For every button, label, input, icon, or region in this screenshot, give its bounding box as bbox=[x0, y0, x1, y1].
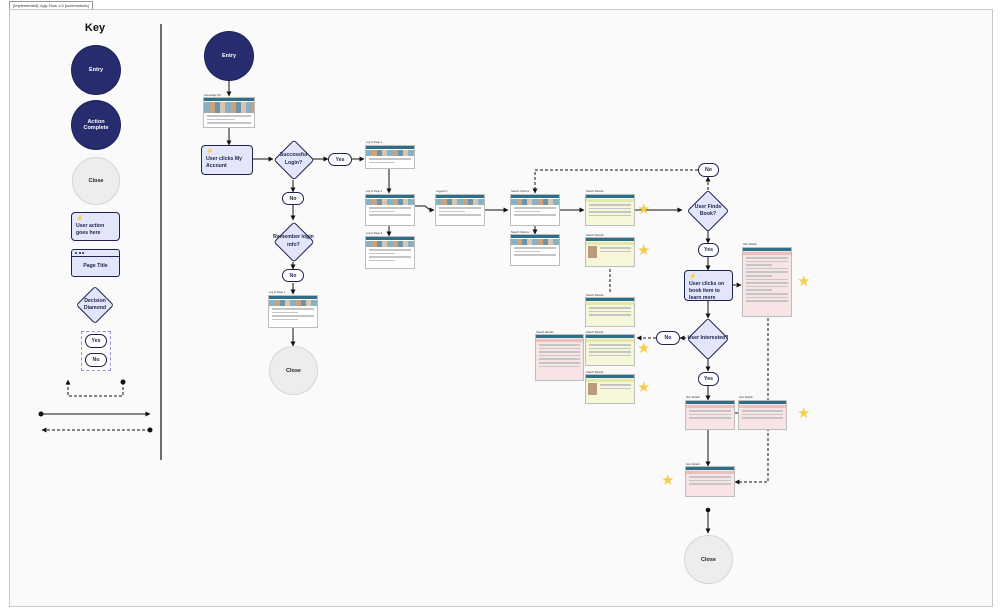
key-action-complete-node: Action Complete bbox=[72, 101, 120, 149]
no-remember-pill: No bbox=[282, 269, 304, 282]
flow-entry-node: Entry bbox=[205, 32, 253, 80]
no-interested-pill: No bbox=[656, 331, 680, 345]
bolt-icon: ⚡ bbox=[689, 274, 697, 280]
results4-screenshot bbox=[585, 334, 635, 366]
successful-login-label: Successful Login? bbox=[279, 152, 308, 166]
results3-screenshot bbox=[585, 297, 635, 327]
key-dot-2 bbox=[38, 411, 44, 417]
key-dot-3 bbox=[147, 427, 153, 433]
login2-screenshot bbox=[365, 194, 415, 226]
key-title: Key bbox=[84, 22, 106, 34]
key-yes-pill: Yes bbox=[85, 334, 107, 348]
edge-detail-dashed bbox=[734, 318, 769, 485]
hold-alt-screenshot bbox=[738, 400, 787, 430]
login-screenshot-left bbox=[268, 295, 318, 328]
remember-login-diamond: Remember login info? bbox=[272, 220, 315, 263]
star-icon: ★ bbox=[797, 405, 811, 422]
edge-dot bbox=[705, 507, 711, 513]
user-clicks-book-box: ⚡User clicks on book item to learn more bbox=[684, 270, 733, 301]
logged-in-label: Logged In bbox=[436, 190, 448, 193]
no-login-pill: No bbox=[282, 192, 304, 205]
results2-label: Search Results bbox=[586, 234, 604, 237]
results5-label: Search Results bbox=[586, 371, 604, 374]
canvas-frame bbox=[9, 9, 993, 607]
key-user-action-label: User action goes here bbox=[76, 223, 105, 237]
close-bottom-label: Close bbox=[701, 556, 716, 563]
key-yes-no-group bbox=[81, 331, 111, 371]
key-decision-diamond: Decision Diamond bbox=[73, 285, 117, 325]
search-options2-label: Search Options bbox=[511, 231, 529, 234]
results3-label: Search Results bbox=[586, 294, 604, 297]
no-top-pill: No bbox=[698, 163, 719, 177]
key-action-complete-label: Action Complete bbox=[83, 119, 109, 131]
star-icon: ★ bbox=[637, 242, 651, 259]
star-icon: ★ bbox=[637, 340, 651, 357]
key-dashed-up-connector bbox=[65, 379, 124, 397]
key-dot-1 bbox=[120, 379, 126, 385]
key-no-pill: No bbox=[85, 353, 107, 367]
login3-screenshot bbox=[365, 236, 415, 269]
key-close-node: Close bbox=[72, 157, 120, 205]
key-page-title-label: Page Title bbox=[83, 263, 108, 269]
confirm-label: Item Details bbox=[686, 463, 700, 466]
close-left-label: Close bbox=[286, 367, 301, 374]
user-finds-book-label: User Finds Book? bbox=[694, 203, 722, 217]
successful-login-diamond: Successful Login? bbox=[272, 138, 315, 181]
results1-label: Search Results bbox=[586, 190, 604, 193]
yes-finds-pill: Yes bbox=[698, 243, 719, 257]
login1-screenshot bbox=[365, 145, 415, 169]
yes-login-pill: Yes bbox=[328, 153, 352, 166]
hold-alt-label: Item Details bbox=[739, 396, 753, 399]
results-pink-screenshot bbox=[535, 334, 584, 381]
homepage-screenshot bbox=[203, 97, 255, 128]
results5-screenshot bbox=[585, 374, 635, 404]
star-icon: ★ bbox=[637, 379, 651, 396]
login3-label: Log In Page 3 bbox=[366, 232, 383, 235]
login2-label: Log In Page 2 bbox=[366, 190, 383, 193]
login-screenshot-left-label: Log In Page 1 bbox=[269, 291, 286, 294]
close-left-node: Close bbox=[269, 346, 318, 395]
user-finds-book-diamond: User Finds Book? bbox=[686, 189, 730, 233]
bolt-icon: ⚡ bbox=[206, 149, 214, 155]
results4-label: Search Results bbox=[586, 331, 604, 334]
results1-screenshot bbox=[585, 194, 635, 226]
results-pink-label: Search Results bbox=[536, 331, 554, 334]
place-hold-label: Item Details bbox=[686, 396, 700, 399]
logged-in-screenshot bbox=[435, 194, 485, 226]
item-details-label: Item Details bbox=[743, 243, 757, 246]
key-entry-node: Entry bbox=[72, 46, 120, 94]
window-dots-icon bbox=[72, 250, 119, 257]
search-options-label: Search Options bbox=[511, 190, 529, 193]
place-hold-screenshot bbox=[685, 400, 735, 430]
close-bottom-node: Close bbox=[684, 535, 733, 584]
bolt-icon: ⚡ bbox=[76, 216, 84, 222]
homepage-label: Homepage SU bbox=[204, 94, 222, 97]
user-clicks-book-label: User clicks on book item to learn more bbox=[689, 281, 725, 302]
key-user-action-box: ⚡User action goes here bbox=[71, 212, 120, 241]
search-options-screenshot bbox=[510, 194, 560, 226]
user-interested-diamond: User Interested? bbox=[686, 317, 730, 361]
star-icon: ★ bbox=[637, 201, 651, 218]
key-page-title-box: Page Title bbox=[71, 249, 120, 277]
yes-interested-pill: Yes bbox=[698, 372, 719, 386]
confirm-screenshot bbox=[685, 466, 735, 497]
star-icon: ★ bbox=[661, 472, 675, 489]
item-details-screenshot bbox=[742, 247, 792, 317]
edge-login2-loggedin bbox=[415, 205, 435, 213]
edge-no-top-loop bbox=[532, 169, 698, 194]
login1-label: Log In Page 1 bbox=[366, 141, 383, 144]
key-entry-label: Entry bbox=[88, 67, 104, 73]
search-options2-screenshot bbox=[510, 234, 560, 266]
key-decision-label: Decision Diamond bbox=[83, 297, 107, 311]
user-clicks-account-label: User clicks My Account bbox=[206, 156, 243, 170]
remember-login-label: Remember login info? bbox=[273, 234, 314, 248]
star-icon: ★ bbox=[797, 273, 811, 290]
flow-entry-label: Entry bbox=[221, 53, 237, 59]
key-close-label: Close bbox=[88, 178, 104, 184]
user-clicks-account-box: ⚡User clicks My Account bbox=[201, 145, 253, 175]
user-interested-label: User Interested? bbox=[687, 335, 729, 342]
results2-screenshot bbox=[585, 237, 635, 267]
